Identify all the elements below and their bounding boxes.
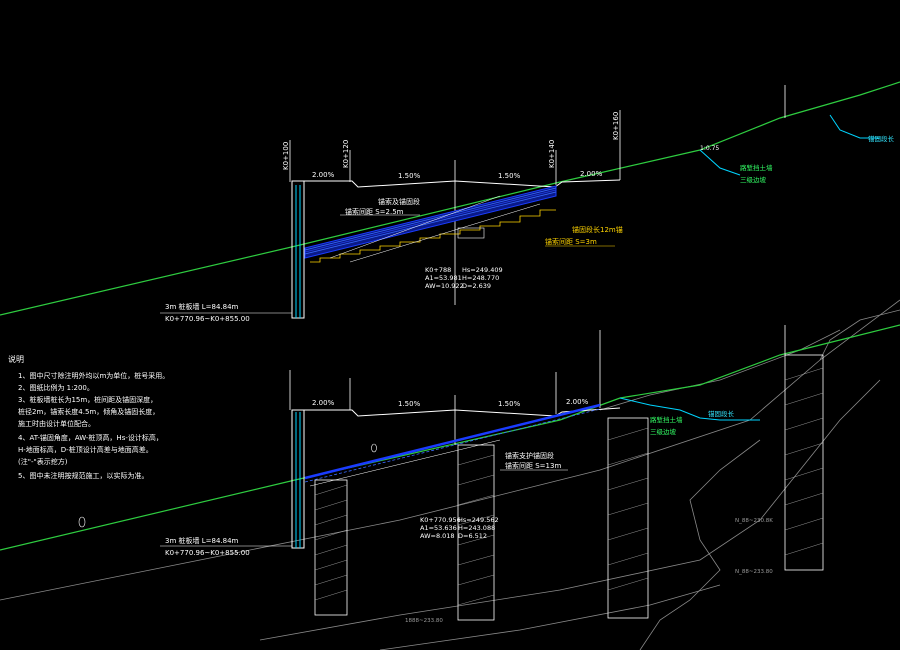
svg-text:D=2.639: D=2.639 [462, 282, 491, 290]
upper-station-3: K0+140 [548, 140, 556, 168]
svg-text:H=243.088: H=243.088 [458, 524, 495, 532]
svg-text:D=6.512: D=6.512 [458, 532, 487, 540]
note-6: 4、AT-锚固角度，AW-桩顶高，Hs-设计标高， [18, 433, 163, 442]
upper-right-curve [829, 114, 880, 139]
geo-note-1: N_88~230.8K [735, 518, 773, 524]
lower-right-tag-1: 路堑挡土墙 [650, 415, 683, 424]
note-5: 施工时由设计单位配合。 [18, 419, 95, 428]
upper-right-tag-1: 路堑挡土墙 [740, 163, 773, 172]
upper-station-labels: K0+100 K0+120 K0+140 K0+160 [282, 112, 620, 170]
upper-grade-mid-right: 1.50% [498, 172, 521, 180]
upper-water-line [699, 149, 741, 176]
lower-wall-label: 3m 桩板墙 L=84.84m [165, 536, 239, 545]
upper-data-block: K0+788 A1=53.981 AW=10.922 Hs=249.409 H=… [425, 266, 503, 290]
marker-ellipse-1 [78, 516, 86, 528]
upper-anchor-label: 锚索及锚固段 [378, 197, 420, 206]
lower-grade-mid-left: 1.50% [398, 400, 421, 408]
lower-section: 2.00% 1.50% 1.50% 2.00% 锚索支护锚固段 锚索间距 S=1… [0, 299, 900, 650]
upper-station-4: K0+160 [612, 112, 620, 140]
svg-text:AW=8.018: AW=8.018 [420, 532, 455, 540]
upper-section: K0+100 K0+120 K0+140 K0+160 2.00% 1.50% … [0, 81, 900, 323]
upper-yellow-note2: 锚固段长12m锚 [572, 225, 623, 234]
note-7: H-地面标高，D-桩顶设计高差与地面高差。 [18, 445, 153, 454]
upper-station-2: K0+120 [342, 140, 350, 168]
note-4: 桩径2m，锚索长度4.5m，倾角及锚固长度， [18, 407, 159, 416]
notes-block: 说明 1、图中尺寸除注明外均以m为单位，桩号采用。 2、图纸比例为 1:200。… [8, 354, 169, 480]
lower-wall-range: K0+770.96~K0+855.00 [165, 549, 250, 557]
upper-station-ticks [289, 85, 786, 185]
lower-grade-right: 2.00% [566, 398, 589, 406]
lower-right-tag-cyan: 锚固段长 [708, 409, 735, 418]
notes-title: 说明 [8, 354, 24, 364]
svg-text:K0+770.956: K0+770.956 [420, 516, 461, 524]
lower-water-line [619, 397, 760, 421]
geo-note-2: N_88~233.80 [735, 569, 773, 575]
upper-anchor-band [304, 185, 557, 259]
lower-pile-hatch [314, 367, 824, 606]
lower-anchor-spacing: 锚索间距 S=13m [505, 461, 561, 470]
upper-right-note-small: 1:0.75 [700, 145, 719, 152]
note-9: 5、图中未注明按规范施工，以实际为准。 [18, 471, 148, 480]
upper-right-tag-cyan: 锚固段长 [868, 134, 895, 143]
svg-text:K0+788: K0+788 [425, 266, 451, 274]
upper-anchor-lines-white [329, 195, 541, 263]
upper-wall-label: 3m 桩板墙 L=84.84m [165, 302, 239, 311]
geo-note-3: 1888~233.80 [405, 618, 443, 624]
note-2: 2、图纸比例为 1:200。 [18, 383, 94, 392]
svg-text:AW=10.922: AW=10.922 [425, 282, 464, 290]
upper-yellow-note: 锚索间距 S=3m [545, 237, 597, 246]
upper-anchor-steps [310, 209, 556, 263]
upper-anchor-spacing: 锚索间距 S=2.5m [345, 207, 404, 216]
upper-wall-range: K0+770.96~K0+855.00 [165, 315, 250, 323]
upper-right-tag-2: 三级边坡 [740, 175, 767, 184]
upper-grade-left: 2.00% [312, 171, 335, 179]
svg-text:A1=53.636: A1=53.636 [420, 524, 457, 532]
svg-text:A1=53.981: A1=53.981 [425, 274, 462, 282]
note-1: 1、图中尺寸除注明外均以m为单位，桩号采用。 [18, 371, 169, 380]
lower-grade-mid-right: 1.50% [498, 400, 521, 408]
upper-station-1: K0+100 [282, 142, 290, 170]
lower-anchor-band [304, 403, 601, 487]
marker-ellipse-2 [371, 443, 377, 453]
note-3: 3、桩板墙桩长为15m，桩间距及锚固深度， [18, 395, 157, 404]
lower-grade-left: 2.00% [312, 399, 335, 407]
lower-piles [314, 354, 824, 621]
svg-text:H=248.770: H=248.770 [462, 274, 499, 282]
lower-right-tag-2: 三级边坡 [650, 427, 677, 436]
geology-lines [0, 299, 900, 650]
lower-station-ticks [289, 325, 786, 414]
upper-grade-right: 2.00% [580, 170, 603, 178]
note-8: (注"-"表示挖方) [18, 457, 68, 466]
svg-text:Hs=249.409: Hs=249.409 [462, 266, 503, 274]
svg-text:Hs=249.562: Hs=249.562 [458, 516, 499, 524]
lower-data-block: K0+770.956 A1=53.636 AW=8.018 Hs=249.562… [420, 516, 499, 540]
lower-anchor-label: 锚索支护锚固段 [505, 451, 554, 460]
upper-grade-mid-left: 1.50% [398, 172, 421, 180]
